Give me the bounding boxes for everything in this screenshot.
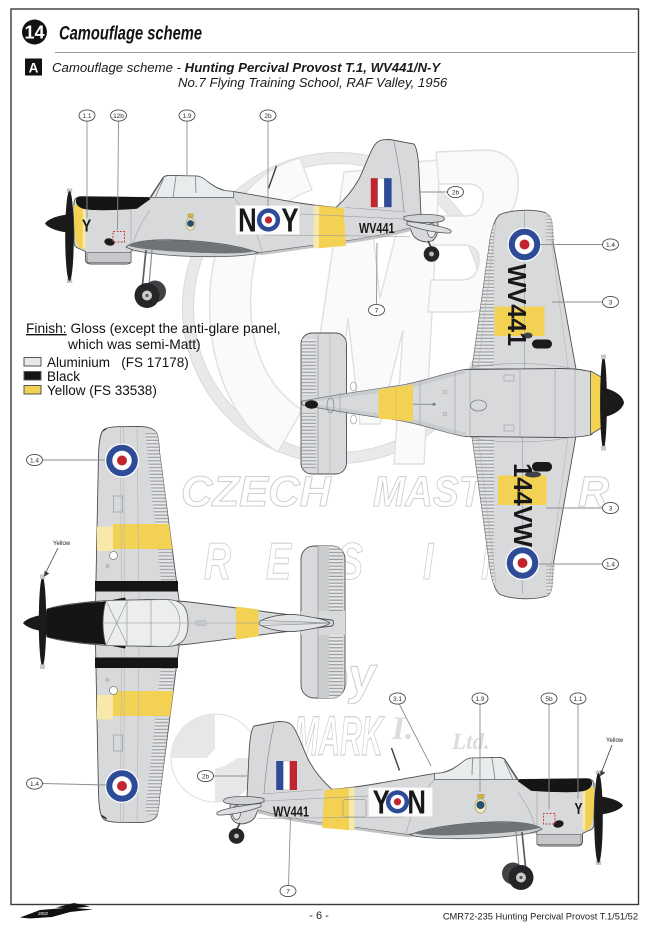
svg-text:Y: Y: [373, 785, 390, 822]
svg-text:Y: Y: [281, 203, 298, 240]
svg-text:1.4: 1.4: [30, 781, 39, 788]
svg-text:7: 7: [286, 889, 290, 896]
svg-text:2b: 2b: [452, 190, 460, 197]
svg-text:14: 14: [24, 23, 44, 43]
svg-text:5b: 5b: [545, 696, 553, 703]
svg-text:R: R: [204, 532, 231, 591]
svg-text:2002: 2002: [37, 911, 49, 916]
svg-text:CMR72-235 Hunting Percival Pro: CMR72-235 Hunting Percival Provost T.1/5…: [443, 912, 638, 922]
svg-text:Camouflage scheme: Camouflage scheme: [59, 24, 202, 45]
svg-text:Y: Y: [574, 799, 583, 817]
svg-text:2b: 2b: [264, 113, 272, 120]
svg-text:E: E: [266, 532, 292, 591]
svg-text:3: 3: [609, 506, 613, 513]
svg-text:I: I: [423, 532, 435, 591]
svg-text:Yellow: Yellow: [606, 738, 624, 744]
svg-text:N: N: [407, 785, 426, 822]
svg-text:Camouflage scheme - Hunting Pe: Camouflage scheme - Hunting Percival Pro…: [52, 60, 441, 75]
svg-text:MARK: MARK: [294, 705, 385, 767]
svg-text:1.1: 1.1: [82, 113, 91, 120]
svg-text:1.4: 1.4: [606, 242, 615, 249]
svg-text:Yellow (FS 33538): Yellow (FS 33538): [47, 383, 157, 398]
svg-text:No.7 Flying Training School, R: No.7 Flying Training School, RAF Valley,…: [178, 75, 448, 90]
svg-text:144VW: 144VW: [508, 463, 538, 547]
svg-text:1.9: 1.9: [182, 113, 191, 120]
svg-text:WV441: WV441: [502, 264, 532, 346]
svg-text:2b: 2b: [202, 774, 210, 781]
svg-text:3.1: 3.1: [393, 696, 402, 703]
svg-text:3: 3: [609, 300, 613, 307]
svg-text:Ltd.: Ltd.: [451, 729, 490, 754]
svg-text:- 6 -: - 6 -: [309, 910, 329, 922]
svg-text:Y: Y: [82, 216, 92, 236]
svg-text:7: 7: [375, 308, 379, 315]
svg-text:1.4: 1.4: [30, 458, 39, 465]
svg-text:which was semi-Matt): which was semi-Matt): [67, 337, 201, 352]
svg-text:N: N: [238, 203, 257, 240]
svg-text:Yellow: Yellow: [53, 541, 71, 547]
svg-text:Black: Black: [47, 369, 80, 384]
svg-text:CZECH: CZECH: [181, 468, 332, 516]
svg-text:1.9: 1.9: [475, 696, 484, 703]
svg-text:12b: 12b: [113, 113, 124, 120]
svg-text:1.4: 1.4: [606, 562, 615, 569]
svg-text:Finish: Gloss (except the anti: Finish: Gloss (except the anti-glare pan…: [26, 321, 281, 336]
svg-text:Aluminium (FS 17178): Aluminium (FS 17178): [47, 355, 189, 370]
svg-text:A: A: [29, 61, 39, 76]
svg-text:I.: I.: [391, 711, 413, 747]
svg-text:1.1: 1.1: [573, 696, 582, 703]
svg-text:WV441: WV441: [273, 805, 309, 821]
svg-text:WV441: WV441: [359, 221, 395, 237]
